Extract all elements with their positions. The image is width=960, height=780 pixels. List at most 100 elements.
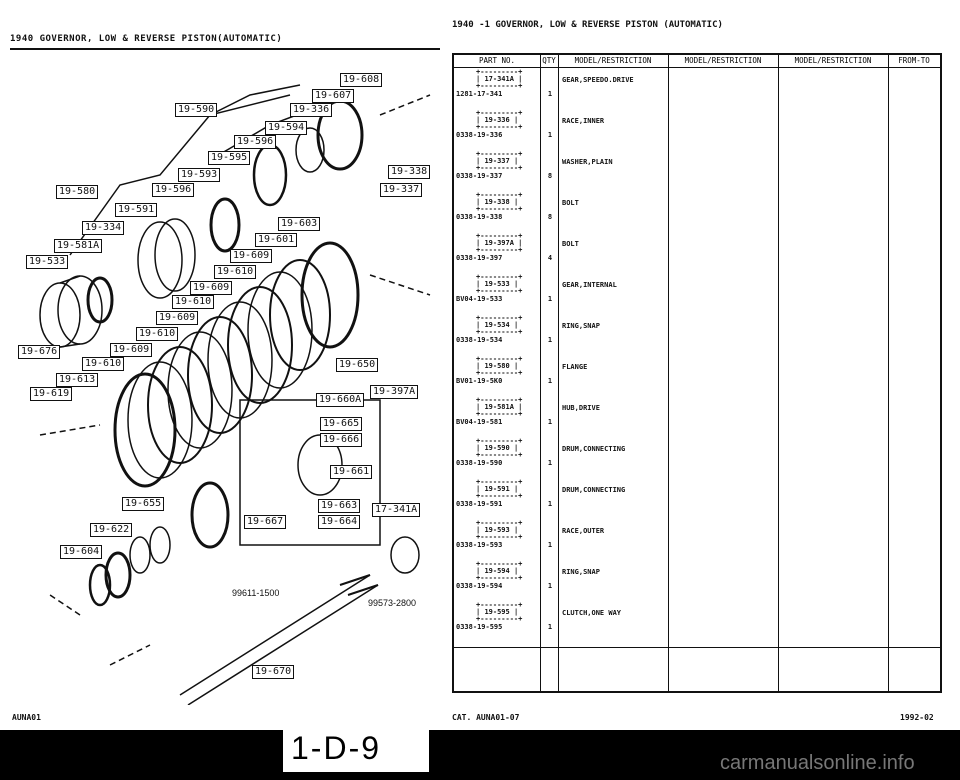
callout-label: 19-670 bbox=[252, 665, 295, 679]
table-row: +---------+ | 19-336 | +---------+0338-1… bbox=[454, 110, 940, 151]
col-divider bbox=[668, 55, 669, 691]
part-code-box: +---------+ | 19-338 | +---------+ bbox=[476, 191, 523, 213]
part-number: 0338-19-595 bbox=[456, 623, 503, 631]
part-number: 0338-19-591 bbox=[456, 500, 503, 508]
part-number: 0338-19-594 bbox=[456, 582, 503, 590]
part-code-box: +---------+ | 19-590 | +---------+ bbox=[476, 437, 523, 459]
col-divider bbox=[888, 55, 889, 691]
callout-label: 19-666 bbox=[320, 433, 363, 447]
callout-label: 19-622 bbox=[90, 523, 133, 537]
part-number: 0338-19-338 bbox=[456, 213, 503, 221]
part-description: DRUM,CONNECTING bbox=[562, 486, 626, 494]
part-description: HUB,DRIVE bbox=[562, 404, 600, 412]
part-code: 19-338 bbox=[484, 198, 510, 206]
catalog-number: CAT. AUNA01-07 bbox=[452, 713, 520, 722]
page-tab-number: 1-D-9 bbox=[291, 730, 382, 766]
catalog-date: 1992-02 bbox=[900, 713, 934, 722]
part-code: 19-397A bbox=[484, 239, 514, 247]
part-description: BOLT bbox=[562, 199, 579, 207]
col-header: PART NO. bbox=[478, 56, 516, 65]
part-code: 19-595 bbox=[484, 608, 510, 616]
callout-label: 19-397A bbox=[370, 385, 419, 399]
part-code-box: +---------+ | 19-581A | +---------+ bbox=[476, 396, 523, 418]
callout-label: 19-655 bbox=[122, 497, 165, 511]
part-code: 19-580 bbox=[484, 362, 510, 370]
callout-label: 19-595 bbox=[208, 151, 251, 165]
callout-label: 19-665 bbox=[320, 417, 363, 431]
quantity: 1 bbox=[547, 500, 553, 508]
quantity: 1 bbox=[547, 377, 553, 385]
quantity: 1 bbox=[547, 295, 553, 303]
callout-label: 19-663 bbox=[318, 499, 361, 513]
part-description: RING,SNAP bbox=[562, 322, 600, 330]
table-row: +---------+ | 19-338 | +---------+0338-1… bbox=[454, 192, 940, 233]
quantity: 1 bbox=[547, 131, 553, 139]
part-code: 19-593 bbox=[484, 526, 510, 534]
catalog-page: 1940 GOVERNOR, LOW & REVERSE PISTON(AUTO… bbox=[0, 0, 960, 730]
callout-label: 19-608 bbox=[340, 73, 383, 87]
part-number: 0338-19-337 bbox=[456, 172, 503, 180]
callout-label: 19-610 bbox=[214, 265, 257, 279]
callout-label: 19-596 bbox=[152, 183, 195, 197]
table-row: +---------+ | 19-593 | +---------+0338-1… bbox=[454, 520, 940, 561]
part-code-box: +---------+ | 19-594 | +---------+ bbox=[476, 560, 523, 582]
table-bottom-rule bbox=[454, 647, 940, 648]
callout-label: 19-604 bbox=[60, 545, 103, 559]
table-row: +---------+ | 19-591 | +---------+0338-1… bbox=[454, 479, 940, 520]
callout-label: 19-664 bbox=[318, 515, 361, 529]
quantity: 8 bbox=[547, 172, 553, 180]
quantity: 1 bbox=[547, 541, 553, 549]
table-header: PART NO. QTY MODEL/RESTRICTION MODEL/RES… bbox=[454, 55, 940, 68]
part-code-box: +---------+ | 19-337 | +---------+ bbox=[476, 150, 523, 172]
part-code-box: +---------+ | 19-593 | +---------+ bbox=[476, 519, 523, 541]
callout-label: 19-334 bbox=[82, 221, 125, 235]
part-code-box: +---------+ | 19-591 | +---------+ bbox=[476, 478, 523, 500]
callout-label: 19-650 bbox=[336, 358, 379, 372]
quantity: 4 bbox=[547, 254, 553, 262]
part-code-box: +---------+ | 19-534 | +---------+ bbox=[476, 314, 523, 336]
part-code: 19-590 bbox=[484, 444, 510, 452]
callout-label: 17-341A bbox=[372, 503, 421, 517]
part-description: BOLT bbox=[562, 240, 579, 248]
callout-label: 19-609 bbox=[190, 281, 233, 295]
callout-label: 19-338 bbox=[388, 165, 431, 179]
footer-code: AUNA01 bbox=[12, 713, 41, 722]
callout-label: 19-580 bbox=[56, 185, 99, 199]
right-page-title: 1940 -1 GOVERNOR, LOW & REVERSE PISTON (… bbox=[452, 20, 723, 30]
part-number: 0338-19-534 bbox=[456, 336, 503, 344]
part-number: 0338-19-397 bbox=[456, 254, 503, 262]
part-description: CLUTCH,ONE WAY bbox=[562, 609, 622, 617]
callout-label: 19-581A bbox=[54, 239, 103, 253]
parts-table: PART NO. QTY MODEL/RESTRICTION MODEL/RES… bbox=[452, 53, 942, 693]
part-description: RING,SNAP bbox=[562, 568, 600, 576]
callout-label: 19-609 bbox=[230, 249, 273, 263]
col-divider bbox=[778, 55, 779, 691]
callout-label: 19-609 bbox=[110, 343, 153, 357]
callout-label: 19-593 bbox=[178, 168, 221, 182]
part-code: 19-337 bbox=[484, 157, 510, 165]
part-code: 19-594 bbox=[484, 567, 510, 575]
callout-label: 19-603 bbox=[278, 217, 321, 231]
special-tool-number: 99611-1500 bbox=[232, 588, 280, 598]
left-title-rule bbox=[10, 48, 440, 50]
part-number: BV01-19-5K0 bbox=[456, 377, 503, 385]
part-code: 19-591 bbox=[484, 485, 510, 493]
table-row: +---------+ | 19-534 | +---------+0338-1… bbox=[454, 315, 940, 356]
col-divider bbox=[540, 55, 541, 691]
quantity: 1 bbox=[547, 418, 553, 426]
part-number: BV04-19-533 bbox=[456, 295, 503, 303]
part-code-box: +---------+ | 19-533 | +---------+ bbox=[476, 273, 523, 295]
col-header: MODEL/RESTRICTION bbox=[684, 56, 762, 65]
special-tool-number: 99573-2800 bbox=[368, 598, 417, 608]
callout-label: 19-613 bbox=[56, 373, 99, 387]
callout-label: 19-609 bbox=[156, 311, 199, 325]
table-row: +---------+ | 19-590 | +---------+0338-1… bbox=[454, 438, 940, 479]
part-description: GEAR,SPEEDO.DRIVE bbox=[562, 76, 634, 84]
table-row: +---------+ | 19-533 | +---------+BV04-1… bbox=[454, 274, 940, 315]
part-code-box: +---------+ | 19-580 | +---------+ bbox=[476, 355, 523, 377]
part-number: BV04-19-581 bbox=[456, 418, 503, 426]
part-code: 19-533 bbox=[484, 280, 510, 288]
col-divider bbox=[558, 55, 559, 691]
left-page-title: 1940 GOVERNOR, LOW & REVERSE PISTON(AUTO… bbox=[10, 34, 283, 44]
callout-label: 19-533 bbox=[26, 255, 69, 269]
